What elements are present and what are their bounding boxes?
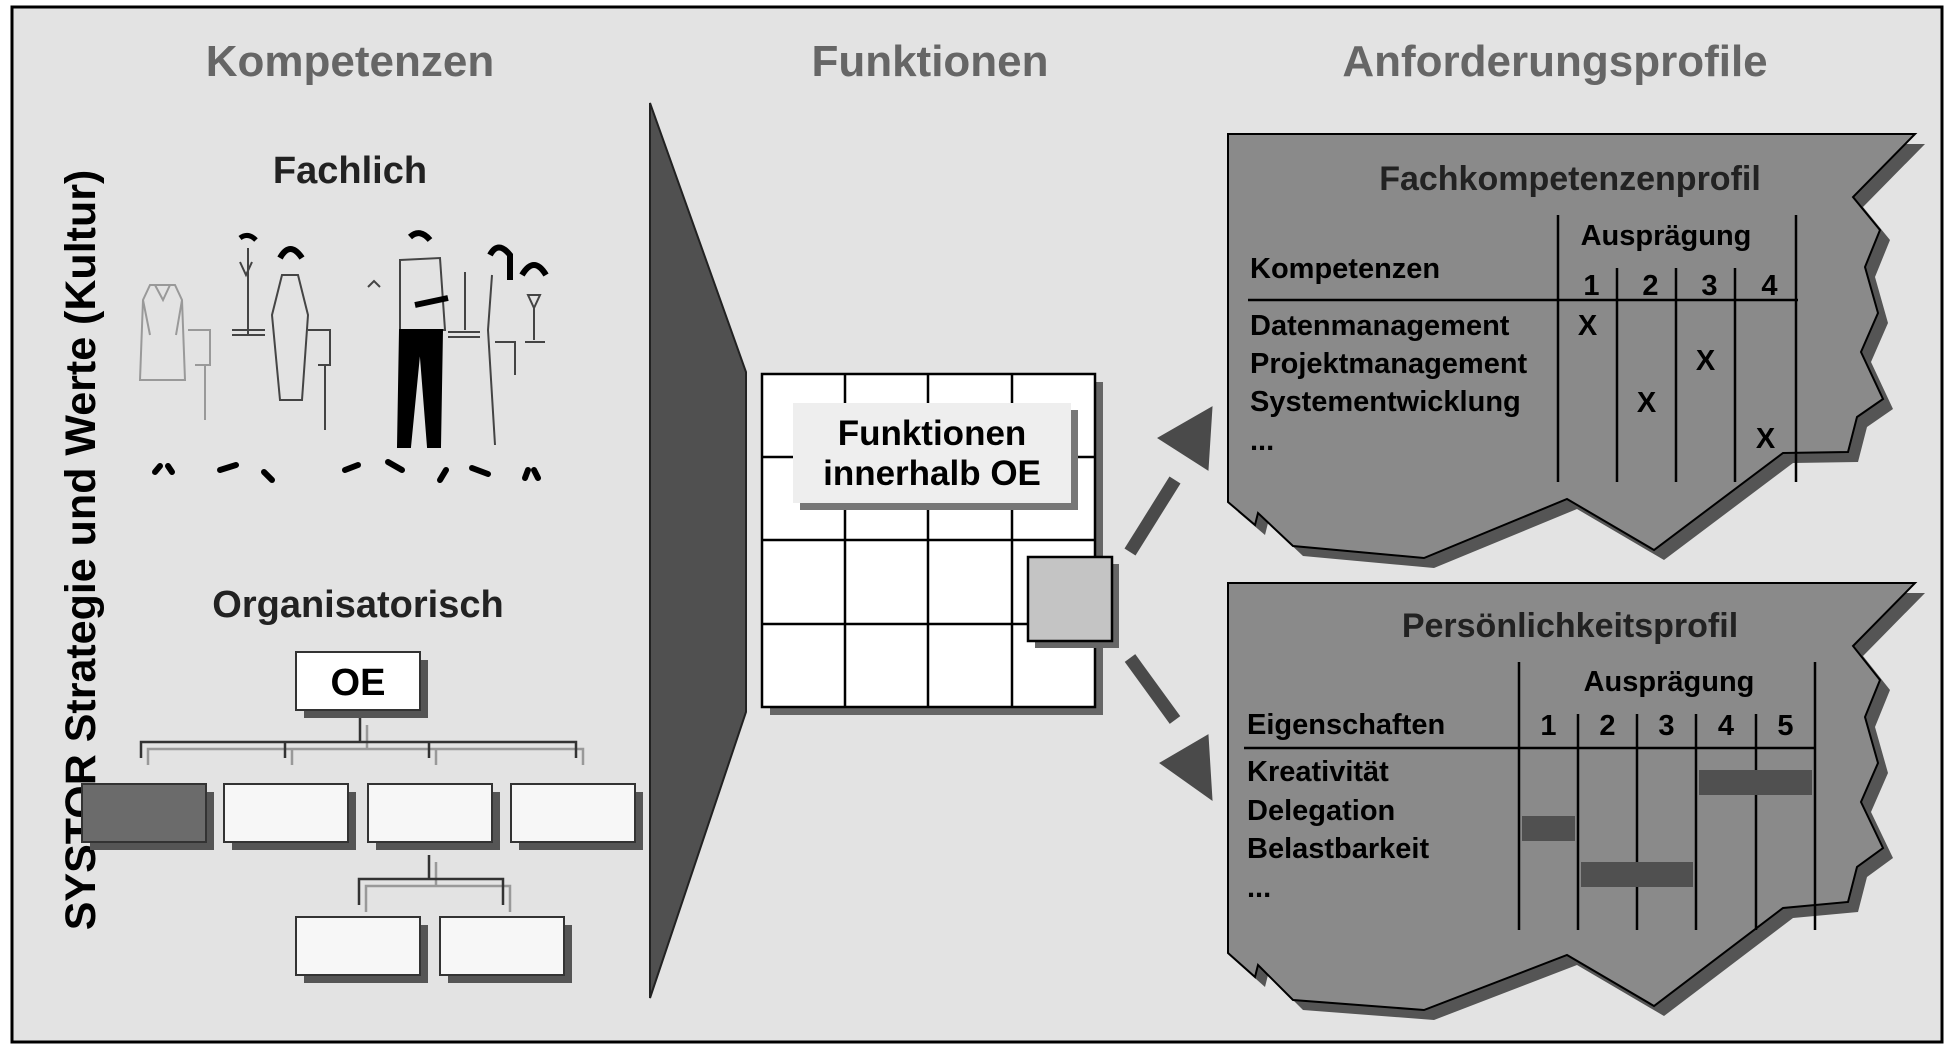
personal-panel [1227, 582, 1918, 1012]
fach-row-label: Datenmanagement [1250, 310, 1510, 342]
fach-profile-panel: Fachkompetenzenprofil Ausprägung Kompete… [1227, 133, 1925, 568]
fach-scale-label: 4 [1761, 270, 1777, 302]
fach-row-header: Kompetenzen [1250, 253, 1440, 285]
fach-group-header: Ausprägung [1581, 220, 1752, 252]
personal-range-bar [1699, 770, 1812, 795]
funnel-shape [649, 102, 747, 999]
person-figure [519, 262, 549, 343]
person-figure [367, 230, 449, 448]
arrow-down-head [1159, 734, 1213, 802]
function-label-box [793, 403, 1071, 503]
personal-scale-label: 1 [1540, 710, 1556, 742]
heading-anforderungsprofile: Anforderungsprofile [1342, 37, 1767, 86]
person-figure [138, 284, 211, 420]
arrows [1124, 406, 1213, 802]
heading-kompetenzen: Kompetenzen [206, 37, 494, 86]
personal-row-header: Eigenschaften [1247, 709, 1445, 741]
fach-mark: X [1696, 345, 1716, 377]
people-illustration [138, 230, 549, 483]
personal-profile-panel: Persönlichkeitsprofil Ausprägung Eigensc… [1227, 582, 1925, 1020]
org-node [367, 783, 493, 843]
fach-profile-title: Fachkompetenzenprofil [1379, 160, 1761, 198]
personal-row-label: Delegation [1247, 795, 1395, 827]
personal-scale-label: 2 [1599, 710, 1615, 742]
personal-range-bar [1522, 816, 1575, 841]
personal-profile-title: Persönlichkeitsprofil [1402, 607, 1738, 645]
personal-row-label: ... [1247, 872, 1271, 904]
arrow-up-line [1124, 476, 1181, 556]
org-node-oe [295, 651, 421, 711]
personal-row-label: Kreativität [1247, 756, 1389, 788]
fach-panel [1227, 133, 1918, 560]
feet [152, 459, 541, 483]
selected-cell [1026, 555, 1114, 643]
org-node [439, 916, 565, 976]
fach-scale-label: 2 [1642, 270, 1658, 302]
fach-row-label: Systementwicklung [1250, 386, 1521, 418]
function-label-line2: innerhalb OE [823, 454, 1041, 493]
fach-row-label: Projektmanagement [1250, 348, 1528, 380]
person-figure [448, 244, 516, 446]
person-figure [232, 232, 265, 336]
personal-range-bar [1581, 862, 1693, 887]
personal-group-header: Ausprägung [1584, 666, 1755, 698]
personal-row-label: Belastbarkeit [1247, 833, 1429, 865]
fach-mark: X [1637, 387, 1657, 419]
personal-scale-label: 5 [1777, 710, 1793, 742]
fach-scale-label: 1 [1583, 270, 1599, 302]
label-fachlich: Fachlich [273, 150, 427, 192]
arrow-up-head [1157, 406, 1213, 471]
personal-scale-label: 3 [1658, 710, 1674, 742]
heading-funktionen: Funktionen [811, 37, 1048, 86]
person-figure [270, 246, 331, 430]
fach-mark: X [1756, 423, 1776, 455]
org-connectors [139, 718, 585, 912]
fach-mark: X [1578, 310, 1598, 342]
function-grid: Funktionen innerhalb OE [760, 372, 1119, 715]
org-node [295, 916, 421, 976]
fach-row-label: ... [1250, 425, 1274, 457]
org-node [510, 783, 636, 843]
arrow-down-line [1124, 654, 1181, 724]
label-organisatorisch: Organisatorisch [212, 584, 503, 626]
personal-table: 1 2 3 4 5KreativitätDelegationBelastbarkeit.… [1244, 662, 1817, 930]
fach-scale-label: 3 [1701, 270, 1717, 302]
org-chart: OE [81, 651, 643, 983]
personal-scale-label: 4 [1718, 710, 1734, 742]
org-node [223, 783, 349, 843]
function-label-line1: Funktionen [838, 414, 1027, 453]
org-node-highlighted [81, 783, 207, 843]
org-node-oe-label: OE [331, 662, 386, 704]
